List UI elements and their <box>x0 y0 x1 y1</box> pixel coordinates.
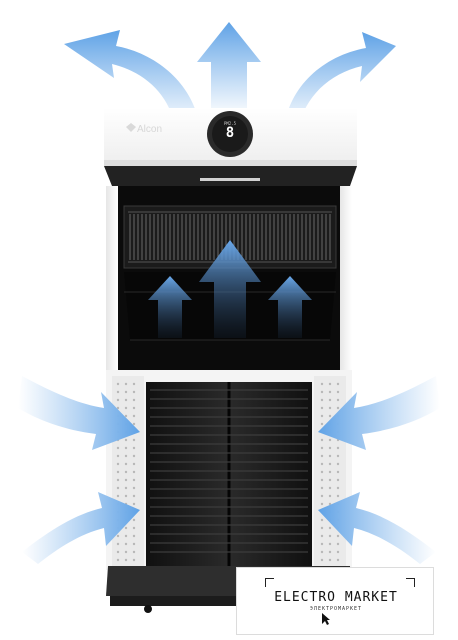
top-panel <box>104 108 357 166</box>
cursor-icon <box>322 613 330 625</box>
arrow-in-right-bottom <box>318 492 436 564</box>
arrow-up-right <box>284 32 396 130</box>
display-digit: 8 <box>225 125 235 141</box>
outflow-arrows <box>64 22 396 130</box>
brand-text: Alcon <box>137 124 163 135</box>
watermark-title: ELECTRO MARKET <box>274 590 398 605</box>
arrow-up-left <box>64 30 200 130</box>
brand-logo-icon <box>126 123 136 132</box>
watermark-subtitle: ЭЛЕКТРОМАРКЕТ <box>309 606 363 612</box>
arrow-in-right-top <box>318 376 440 450</box>
watermark-corner-right <box>406 578 415 587</box>
watermark-corner-left <box>265 578 274 587</box>
arrow-inner-center <box>199 240 261 338</box>
arrow-inner-right <box>268 276 312 338</box>
display-label: PM2.5 <box>223 121 237 126</box>
arrow-up-center <box>197 22 261 118</box>
arrow-in-left-bottom <box>22 492 140 564</box>
store-watermark: ELECTRO MARKET ЭЛЕКТРОМАРКЕТ <box>236 567 434 635</box>
intake-arrows <box>18 376 440 564</box>
arrow-in-left-top <box>18 376 140 450</box>
arrow-inner-left <box>148 276 192 338</box>
purifier-body <box>104 166 357 613</box>
